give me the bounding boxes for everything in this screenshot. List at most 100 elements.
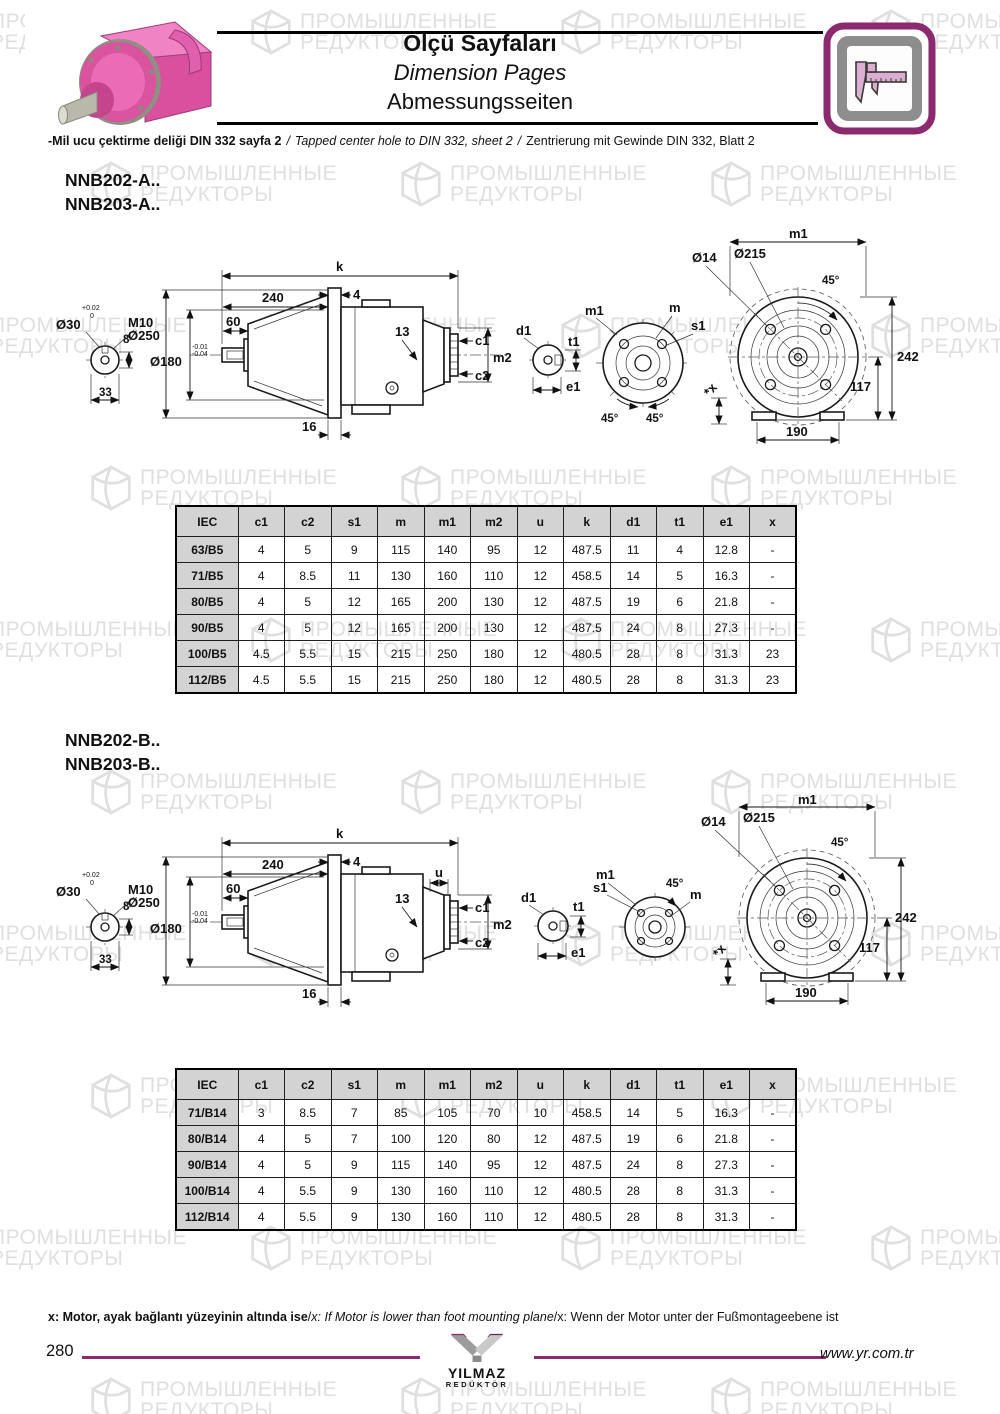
cell-t1: 5 — [656, 1099, 704, 1126]
cell-e1: 31.3 — [702, 666, 750, 694]
cell-u: 12 — [516, 536, 564, 563]
cell-t1: 8 — [656, 1203, 704, 1231]
cell-k: 480.5 — [563, 1177, 611, 1204]
cell-d1: 19 — [609, 1125, 657, 1152]
cell-m: 130 — [377, 562, 425, 589]
cell-m2: 130 — [470, 588, 518, 615]
cell-k: 480.5 — [563, 666, 611, 694]
cell-m: 115 — [377, 536, 425, 563]
cell-x: - — [749, 1125, 797, 1152]
row-header: 80/B5 — [175, 588, 239, 615]
cell-k: 487.5 — [563, 614, 611, 641]
logo-line1: YILMAZ — [447, 1365, 507, 1381]
cell-m: 215 — [377, 666, 425, 694]
row-header: 90/B14 — [175, 1151, 239, 1178]
cell-d1: 19 — [609, 588, 657, 615]
cell-k: 480.5 — [563, 1203, 611, 1231]
angle-45-label: 45° — [831, 837, 849, 849]
gearmotor-photo — [25, 10, 217, 128]
angle-45-label: 45° — [646, 413, 664, 425]
column-header-e1: e1 — [702, 505, 750, 537]
cell-c1: 4 — [237, 1125, 285, 1152]
cell-c2: 5 — [284, 588, 332, 615]
dim-60-label: 60 — [226, 314, 240, 329]
row-header: 80/B14 — [175, 1125, 239, 1152]
cell-m: 165 — [377, 588, 425, 615]
tolerance-label: +0.02 — [82, 305, 100, 312]
cell-m2: 95 — [470, 1151, 518, 1178]
dim-m1-label: m1 — [798, 795, 817, 807]
cell-c2: 5 — [284, 614, 332, 641]
row-header: 90/B5 — [175, 614, 239, 641]
cell-m1: 105 — [423, 1099, 471, 1126]
cell-c1: 4 — [237, 614, 285, 641]
cell-x: - — [749, 614, 797, 641]
dim-16-label: 16 — [302, 986, 316, 1001]
cell-d1: 28 — [609, 1177, 657, 1204]
cell-m1: 160 — [423, 1203, 471, 1231]
angle-45-label: 45° — [601, 413, 619, 425]
dim-t1-label: t1 — [568, 334, 580, 349]
dim-d14-label: Ø14 — [701, 814, 726, 829]
cell-s1: 9 — [330, 1151, 378, 1178]
cell-k: 458.5 — [563, 1099, 611, 1126]
cell-m1: 200 — [423, 588, 471, 615]
tolerance-label: -0.04 — [192, 918, 208, 925]
tolerance-label: +0.02 — [82, 872, 100, 879]
column-header-m2: m2 — [470, 505, 518, 537]
dim-242-label: 242 — [897, 349, 919, 364]
dim-m2-label: m2 — [493, 350, 512, 365]
cell-x: - — [749, 588, 797, 615]
dim-4-label: 4 — [353, 287, 361, 302]
cell-u: 12 — [516, 588, 564, 615]
cell-m1: 250 — [423, 666, 471, 694]
dim-e1-label: e1 — [566, 379, 580, 394]
cell-d1: 24 — [609, 1151, 657, 1178]
column-header-m1: m1 — [423, 505, 471, 537]
cell-k: 458.5 — [563, 562, 611, 589]
column-header-d1: d1 — [609, 505, 657, 537]
footnote-turkish: x: Motor, ayak bağlantı yüzeyinin altınd… — [48, 1310, 308, 1324]
cell-e1: 31.3 — [702, 1203, 750, 1231]
dim-190-label: 190 — [786, 424, 808, 439]
cell-s1: 7 — [330, 1125, 378, 1152]
dim-k-label: k — [336, 826, 344, 841]
cell-x: - — [749, 1177, 797, 1204]
cell-s1: 9 — [330, 1203, 378, 1231]
cell-m1: 200 — [423, 614, 471, 641]
page-title: Ölçü Sayfaları Dimension Pages Abmessung… — [250, 28, 710, 116]
model-nnb202-a: NNB202-A.. — [65, 170, 161, 190]
dim-x-label: *x — [710, 941, 730, 961]
column-header-u: u — [516, 505, 564, 537]
cell-t1: 6 — [656, 1125, 704, 1152]
dim-e1-label: e1 — [571, 945, 585, 960]
cell-x: 23 — [749, 640, 797, 667]
section-a-title: NNB202-A.. NNB203-A.. — [65, 168, 160, 216]
cell-m2: 130 — [470, 614, 518, 641]
cell-d1: 28 — [609, 666, 657, 694]
dim-13-label: 13 — [395, 891, 409, 906]
dim-60-label: 60 — [226, 881, 240, 896]
cell-k: 487.5 — [563, 588, 611, 615]
dim-c1-label: c1 — [475, 333, 489, 348]
model-nnb203-a: NNB203-A.. — [65, 194, 161, 214]
cell-x: - — [749, 562, 797, 589]
cell-t1: 8 — [656, 1177, 704, 1204]
cell-d1: 24 — [609, 614, 657, 641]
logo-line2: REDÜKTÖR — [445, 1380, 509, 1389]
column-header-k: k — [563, 505, 611, 537]
column-header-c2: c2 — [284, 505, 332, 537]
title-german: Abmessungsseiten — [387, 89, 573, 114]
cell-m2: 110 — [470, 1177, 518, 1204]
tolerance-label: -0.01 — [192, 344, 208, 351]
footnote-english: x: If Motor is lower than foot mounting … — [311, 1310, 554, 1324]
cell-u: 12 — [516, 1151, 564, 1178]
dim-4-label: 4 — [353, 854, 361, 869]
footer-rule-right — [534, 1356, 826, 1359]
row-header: 112/B14 — [175, 1203, 239, 1231]
